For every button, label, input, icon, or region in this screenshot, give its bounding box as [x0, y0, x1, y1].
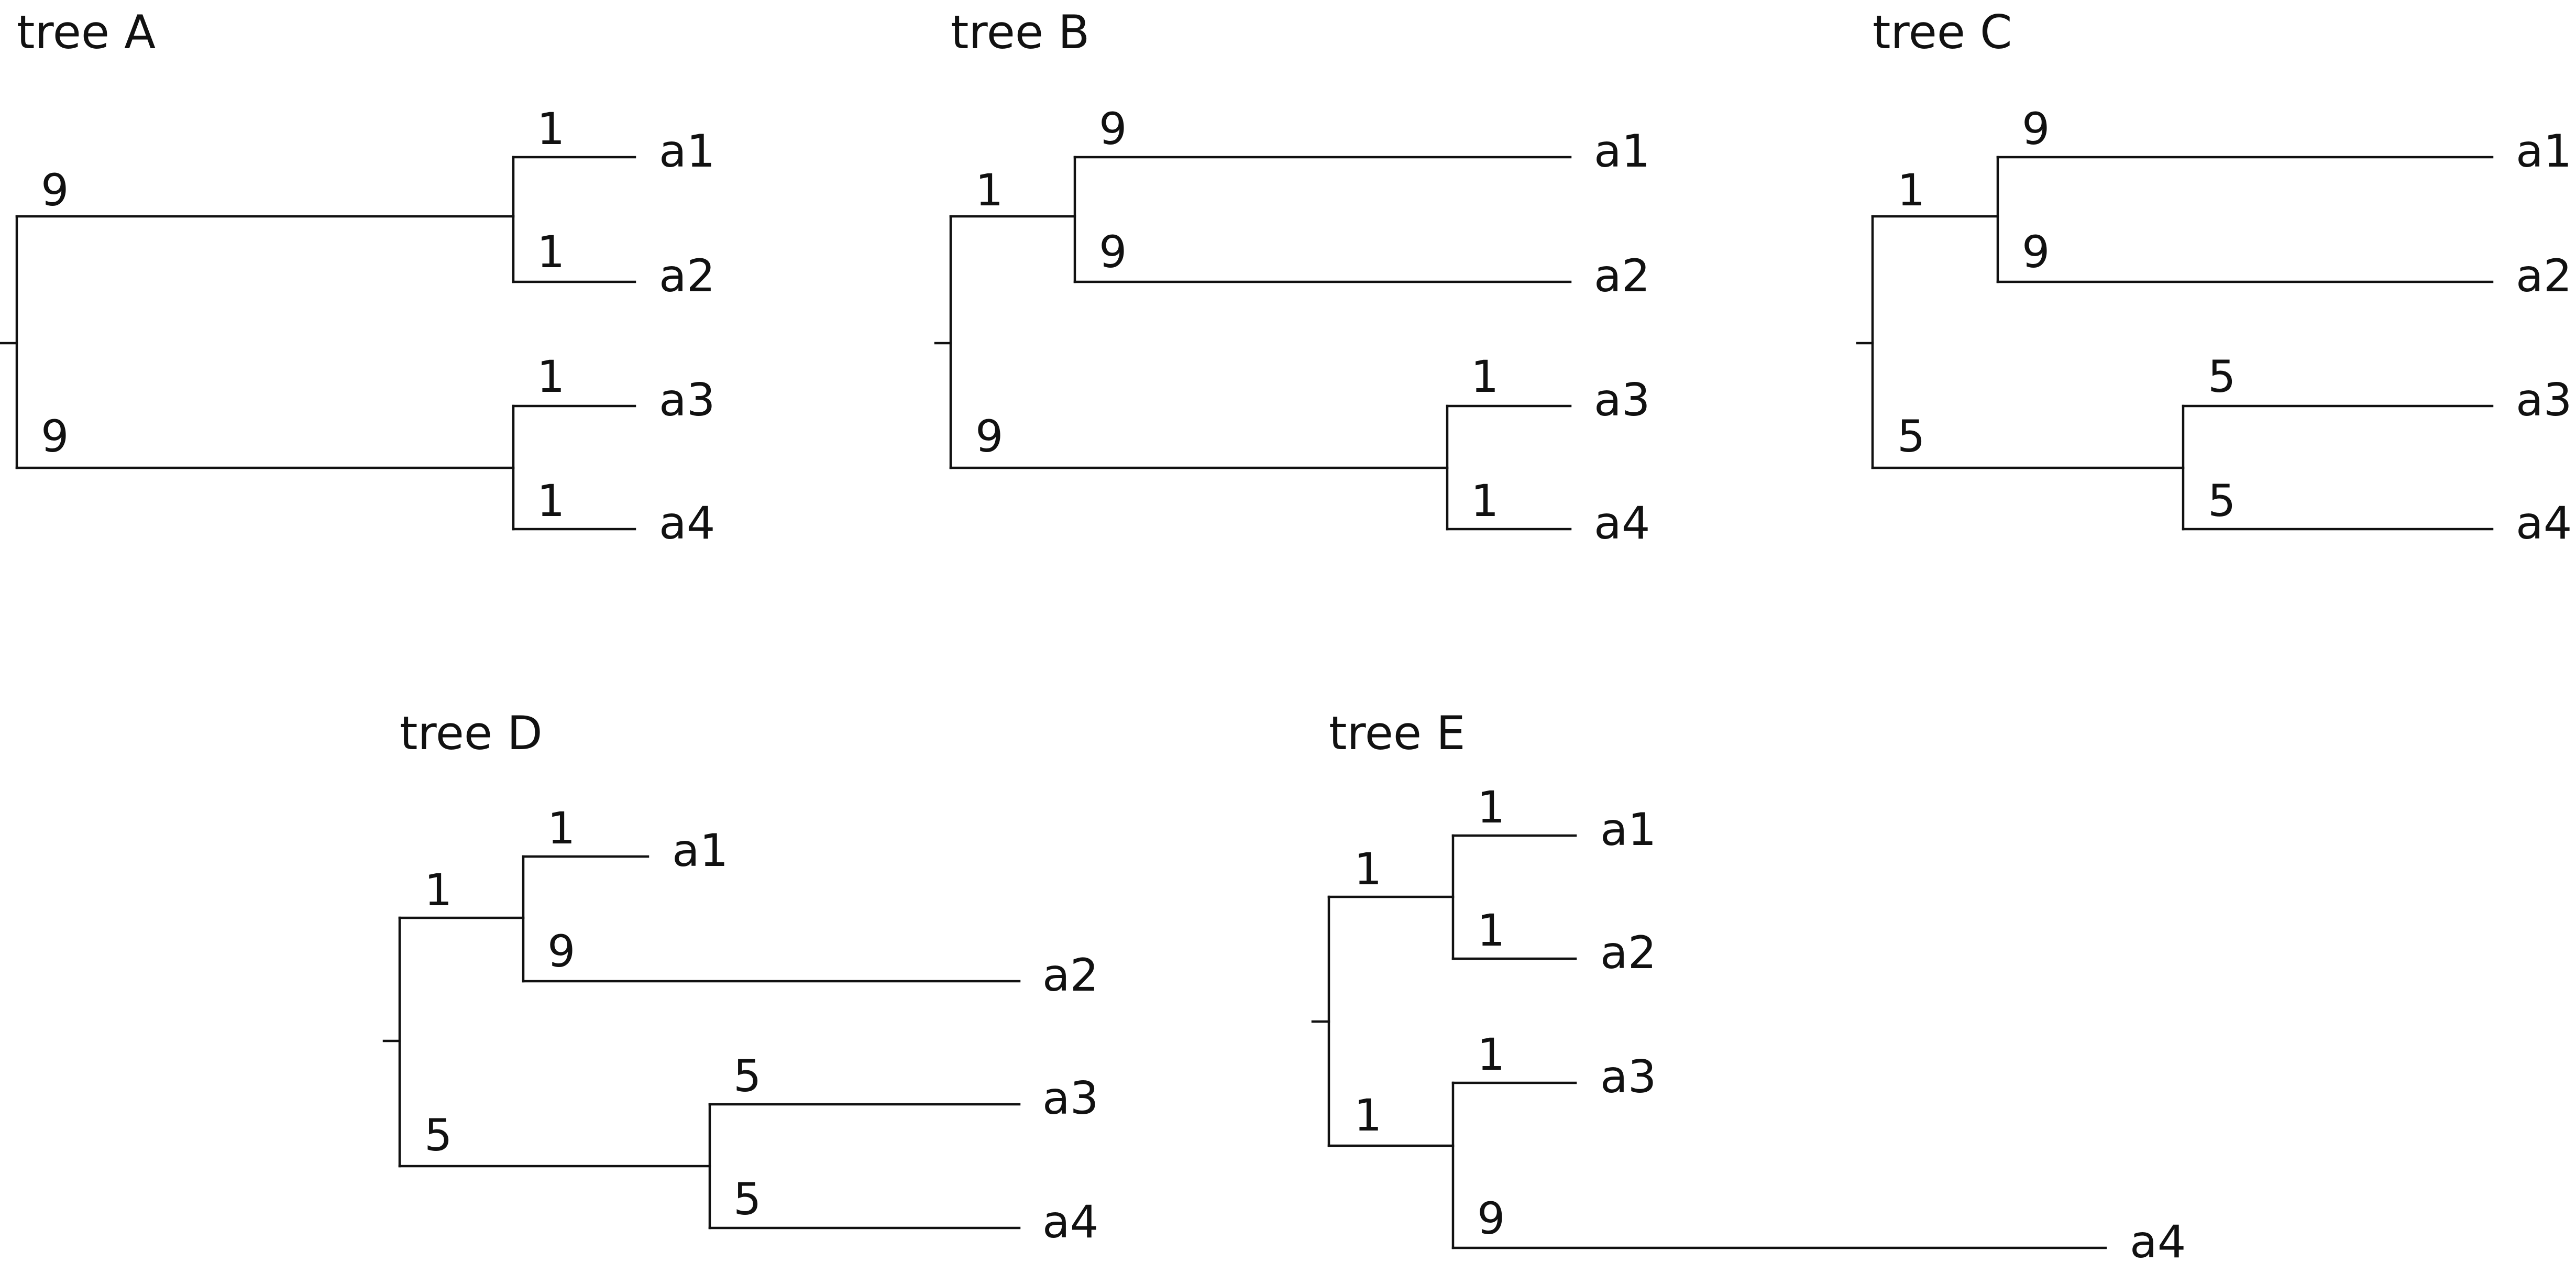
tree-a-internal-label-a1-a2: 9 — [41, 164, 69, 216]
tree-d-tip-label-a1: a1 — [672, 825, 728, 877]
tree-b-tip-label-a4: a4 — [1594, 497, 1650, 550]
tree-d-title: tree D — [400, 706, 543, 760]
tree-c: tree C 1 5 9 9 5 5 a1 a2 a3 a4 — [1856, 5, 2572, 550]
tree-c-tip-label-a4: a4 — [2516, 497, 2572, 550]
tree-b-tip-length-label-a3: 1 — [1471, 351, 1499, 402]
tree-e-tip-length-label-a2: 1 — [1477, 905, 1505, 956]
tree-c-tip-label-a1: a1 — [2516, 125, 2572, 178]
tree-d: tree D 1 5 1 9 5 5 a1 a2 a3 a4 — [382, 706, 1098, 1248]
tree-a-title: tree A — [17, 5, 156, 59]
tree-d-tip-label-a4: a4 — [1042, 1196, 1098, 1248]
tree-b-tip-label-a1: a1 — [1594, 125, 1650, 178]
tree-c-tip-length-label-a4: 5 — [2208, 475, 2236, 526]
tree-c-tip-label-a2: a2 — [2516, 250, 2572, 302]
tree-d-internal-label-a3-a4: 5 — [424, 1110, 452, 1161]
tree-e-internal-label-a1-a2: 1 — [1354, 843, 1382, 895]
tree-c-internal-label-a3-a4: 5 — [1897, 411, 1925, 462]
tree-a-tip-label-a4: a4 — [659, 497, 715, 550]
tree-a-tip-length-label-a1: 1 — [537, 103, 565, 155]
tree-c-tip-label-a3: a3 — [2516, 374, 2572, 426]
tree-e-internal-label-a3-a4: 1 — [1354, 1090, 1382, 1141]
tree-c-tip-length-label-a1: 9 — [2022, 103, 2050, 155]
tree-a-tip-length-label-a4: 1 — [537, 475, 565, 526]
tree-e-tip-label-a1: a1 — [1600, 804, 1656, 856]
tree-d-tip-length-label-a3: 5 — [733, 1050, 761, 1102]
tree-c-tip-length-label-a2: 9 — [2022, 226, 2050, 278]
tree-d-tip-label-a2: a2 — [1042, 949, 1098, 1002]
tree-b-tip-length-label-a1: 9 — [1099, 103, 1127, 155]
tree-a-tip-label-a3: a3 — [659, 374, 715, 426]
tree-d-tip-length-label-a1: 1 — [547, 803, 575, 854]
tree-b: tree B 1 9 9 9 1 1 a1 a2 a3 a4 — [934, 5, 1650, 550]
tree-e: tree E 1 1 1 1 1 9 a1 a2 a3 a4 — [1311, 706, 2186, 1268]
tree-a-internal-label-a3-a4: 9 — [41, 411, 69, 462]
tree-b-tip-label-a2: a2 — [1594, 250, 1650, 302]
tree-a-tip-length-label-a2: 1 — [537, 226, 565, 278]
tree-b-internal-label-a3-a4: 9 — [975, 411, 1003, 462]
tree-d-internal-label-a1-a2: 1 — [424, 864, 452, 916]
tree-b-internal-label-a1-a2: 1 — [975, 164, 1003, 216]
tree-a-tip-length-label-a3: 1 — [537, 351, 565, 402]
tree-e-tip-length-label-a4: 9 — [1477, 1193, 1505, 1244]
tree-d-tip-label-a3: a3 — [1042, 1072, 1098, 1125]
tree-e-tip-label-a2: a2 — [1600, 927, 1656, 979]
tree-c-tip-length-label-a3: 5 — [2208, 351, 2236, 402]
tree-d-tip-length-label-a4: 5 — [733, 1173, 761, 1225]
tree-b-tip-label-a3: a3 — [1594, 374, 1650, 426]
tree-e-tip-length-label-a1: 1 — [1477, 782, 1505, 833]
tree-d-tip-length-label-a2: 9 — [547, 926, 575, 977]
tree-a-tip-label-a2: a2 — [659, 250, 715, 302]
tree-b-tip-length-label-a2: 9 — [1099, 226, 1127, 278]
tree-a: tree A 9 9 1 1 1 1 a1 a2 a3 a4 — [0, 5, 715, 550]
tree-c-internal-label-a1-a2: 1 — [1897, 164, 1925, 216]
tree-a-tip-label-a1: a1 — [659, 125, 715, 178]
tree-e-title: tree E — [1329, 706, 1466, 760]
tree-b-title: tree B — [951, 5, 1089, 59]
tree-e-tip-label-a3: a3 — [1600, 1051, 1656, 1103]
tree-c-title: tree C — [1873, 5, 2012, 59]
tree-e-tip-length-label-a3: 1 — [1477, 1029, 1505, 1080]
tree-b-tip-length-label-a4: 1 — [1471, 475, 1499, 526]
tree-e-tip-label-a4: a4 — [2130, 1216, 2186, 1268]
